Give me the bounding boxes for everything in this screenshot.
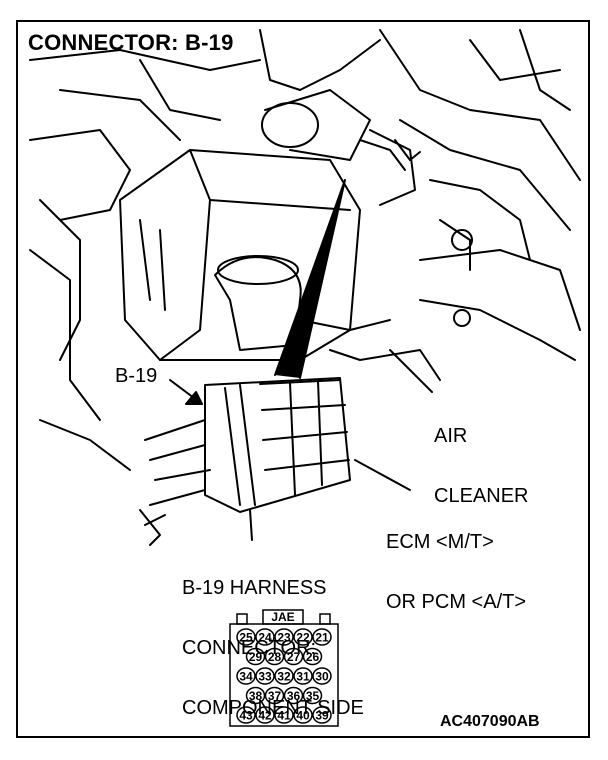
connector-pin-number: 23 <box>277 631 291 645</box>
connector-pin <box>274 628 294 646</box>
harness-label-line-2: CONNECTOR: <box>182 637 317 659</box>
harness-label-line-1: B-19 HARNESS <box>182 577 327 599</box>
connector-pin <box>255 706 275 724</box>
connector-pin <box>312 628 332 646</box>
connector-pin-number: 40 <box>296 709 310 723</box>
connector-pin <box>283 647 304 666</box>
connector-pin-number: 43 <box>239 709 253 723</box>
connector-key-label: JAE <box>271 610 294 624</box>
diagram-title: CONNECTOR: B-19 <box>28 30 234 55</box>
connector-pin-number: 36 <box>287 689 301 703</box>
connector-callout-label: B-19 <box>115 365 158 387</box>
connector-pin-number: 35 <box>306 689 320 703</box>
connector-pin-number: 22 <box>296 631 310 645</box>
connector-pin <box>293 667 313 685</box>
harness-connector-label: B-19 HARNESS CONNECTOR: COMPONENT SIDE <box>182 538 364 738</box>
connector-pin-number: 32 <box>277 670 291 684</box>
connector-pin <box>293 706 313 724</box>
air-cleaner-line-1: AIR <box>434 425 468 447</box>
connector-pin <box>264 686 285 705</box>
connector-pin-diagram: JAE 25 24 23 22 21 29 28 27 26 34 33 32 31 30 38 37 36 35 4… <box>229 609 339 727</box>
connector-pin-number: 33 <box>258 670 272 684</box>
connector-pin-number: 25 <box>239 631 253 645</box>
connector-pin-number: 27 <box>287 650 301 664</box>
connector-pin <box>274 706 294 724</box>
connector-pin <box>236 667 256 685</box>
connector-pin-number: 28 <box>268 650 282 664</box>
connector-pin-number: 26 <box>306 650 320 664</box>
connector-pin-number: 30 <box>315 670 329 684</box>
air-cleaner-label: AIR CLEANER <box>434 386 528 526</box>
connector-pin-number: 38 <box>249 689 263 703</box>
connector-pin <box>236 628 256 646</box>
connector-pin-number: 21 <box>315 631 329 645</box>
ecm-label-line-2: OR PCM <A/T> <box>386 591 527 613</box>
connector-pin-number: 24 <box>258 631 272 645</box>
connector-pin <box>283 686 304 705</box>
connector-pin <box>264 647 285 666</box>
connector-pin-number: 39 <box>315 709 329 723</box>
connector-pin <box>245 686 266 705</box>
connector-pin-number: 31 <box>296 670 310 684</box>
figure-code: AC407090AB <box>440 713 540 730</box>
connector-pin <box>293 628 313 646</box>
connector-pin <box>245 647 266 666</box>
connector-pin <box>274 667 294 685</box>
connector-pin <box>302 647 323 666</box>
connector-pin <box>236 706 256 724</box>
air-cleaner-line-2: CLEANER <box>434 485 529 507</box>
connector-pin <box>312 667 332 685</box>
connector-pin <box>255 628 275 646</box>
harness-label-line-3: COMPONENT SIDE <box>182 697 364 719</box>
connector-pin-number: 42 <box>258 709 272 723</box>
connector-pin <box>255 667 275 685</box>
connector-pin-number: 37 <box>268 689 282 703</box>
connector-pin-number: 41 <box>277 709 291 723</box>
ecm-label: ECM <M/T> OR PCM <A/T> <box>386 492 526 632</box>
connector-pin-number: 34 <box>239 670 253 684</box>
connector-pin <box>312 706 332 724</box>
ecm-label-line-1: ECM <M/T> <box>386 531 494 553</box>
connector-pin-number: 29 <box>249 650 263 664</box>
connector-pin <box>302 686 323 705</box>
